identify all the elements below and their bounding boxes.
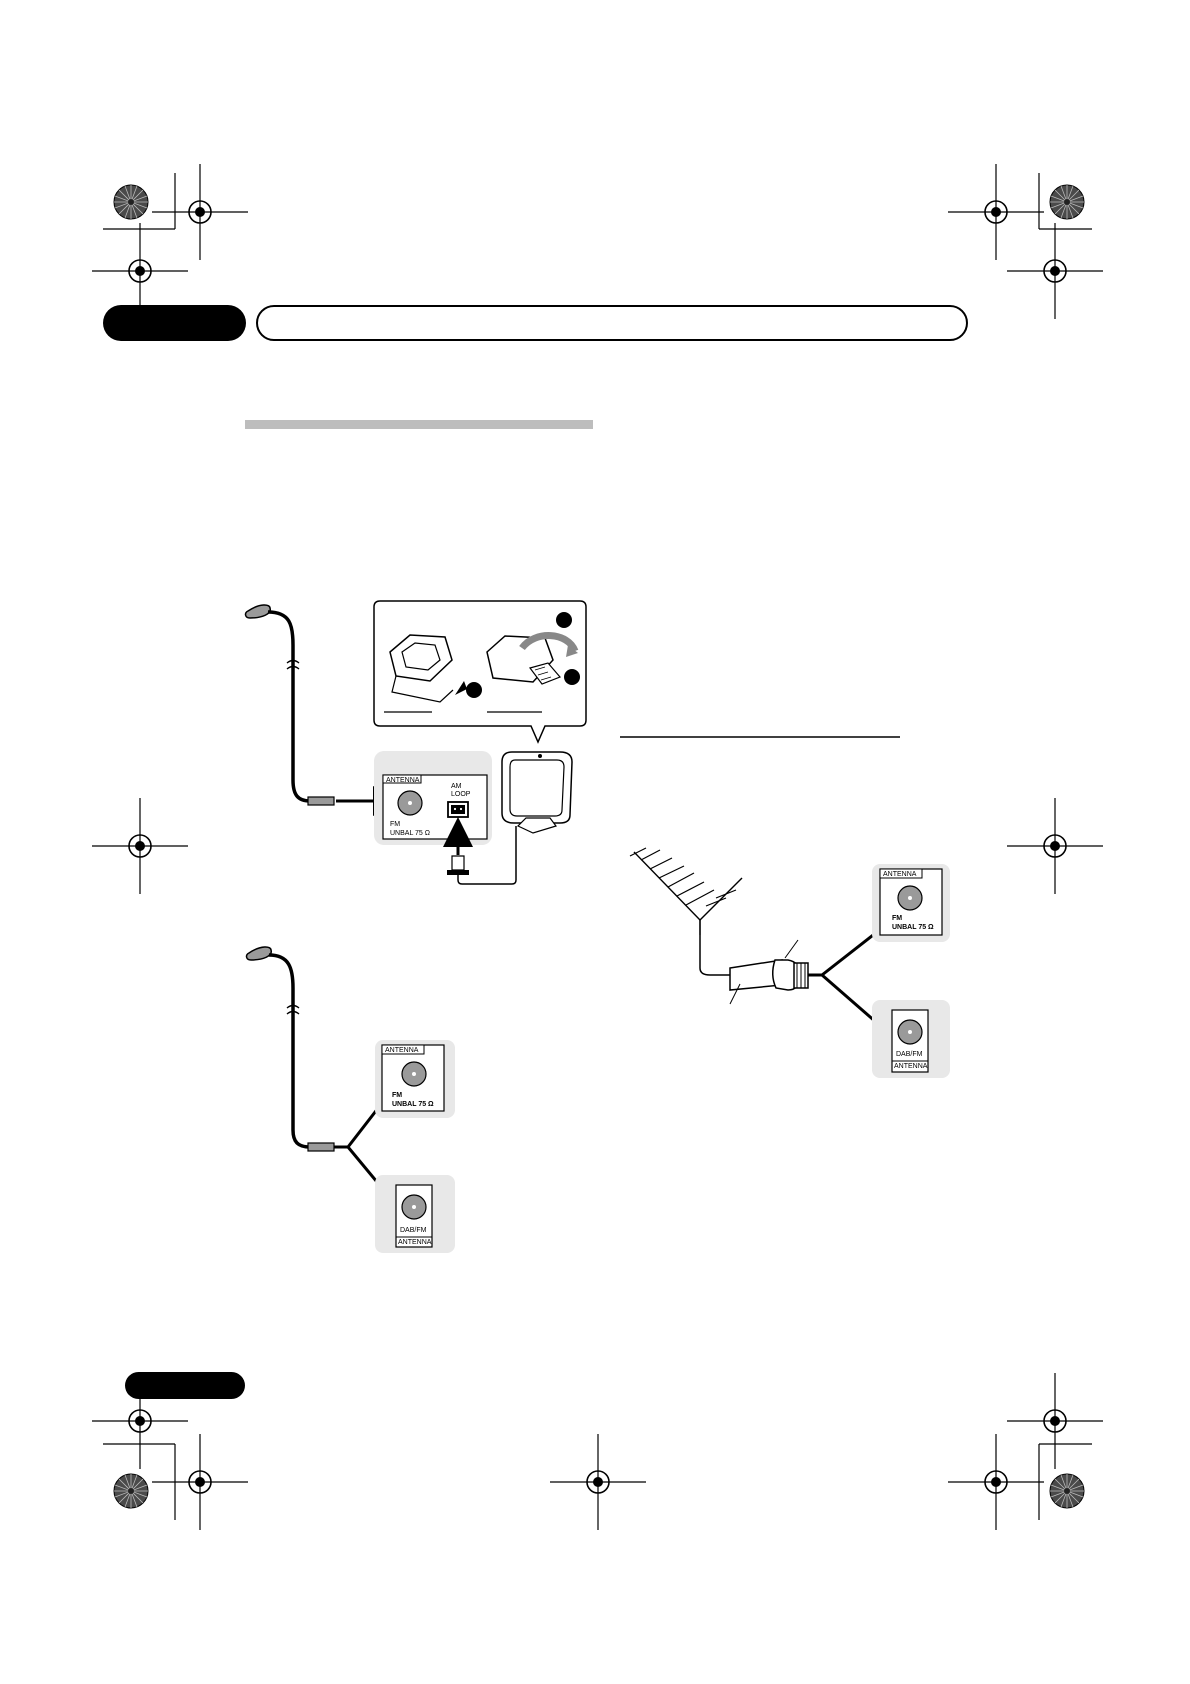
receiver-rear-panel-am-fm: ANTENNA FM UNBAL 75 Ω AM LOOP	[374, 751, 517, 885]
am-label: AM	[451, 783, 462, 790]
fm-unbal-label-1: UNBAL 75 Ω	[390, 830, 430, 837]
step-1-badge	[556, 612, 572, 628]
page-number-tab	[125, 1372, 245, 1399]
antenna-heading-3: ANTENNA	[883, 871, 917, 878]
diagram-outdoor-antenna: ANTENNA FM UNBAL 75 Ω DAB/FM ANTENNA	[629, 847, 950, 1078]
dab-antenna-label-3: ANTENNA	[894, 1063, 928, 1070]
outdoor-yagi-antenna-illustration	[629, 847, 905, 1047]
crop-mark-top-left	[91, 163, 249, 320]
crop-mark-mid-left	[91, 797, 189, 895]
crop-mark-mid-right	[1006, 797, 1104, 895]
printer-crop-marks	[91, 163, 1104, 1531]
crop-mark-bottom-left	[91, 1372, 249, 1531]
diagram-am-fm-antenna: ANTENNA FM UNBAL 75 Ω AM LOOP	[244, 600, 587, 885]
fm-terminal-panel-2: ANTENNA FM UNBAL 75 Ω	[375, 1040, 455, 1118]
antenna-heading-1: ANTENNA	[386, 777, 420, 784]
am-loop-antenna-illustration	[501, 751, 573, 834]
diagram-fm-dab-wire-antenna: ANTENNA FM UNBAL 75 Ω DAB/FM ANTENNA	[245, 946, 455, 1253]
fm-unbal-label-3: UNBAL 75 Ω	[892, 924, 934, 931]
chapter-tab	[103, 305, 246, 341]
dab-antenna-label-2: ANTENNA	[398, 1239, 432, 1246]
crop-mark-top-right	[947, 163, 1104, 320]
step-2-badge	[466, 682, 482, 698]
am-loop-label: LOOP	[451, 791, 471, 798]
fm-unbal-label-2: UNBAL 75 Ω	[392, 1101, 434, 1108]
crop-mark-bottom-right	[947, 1372, 1104, 1531]
dab-fm-label-2: DAB/FM	[400, 1227, 427, 1234]
fm-label-2: FM	[392, 1092, 402, 1099]
crop-mark-bottom-center	[549, 1433, 647, 1531]
dab-terminal-panel-3: DAB/FM ANTENNA	[872, 1000, 950, 1078]
dab-fm-label-3: DAB/FM	[896, 1051, 923, 1058]
section-heading-rule	[245, 420, 593, 429]
page-title-bar	[256, 305, 968, 341]
antenna-heading-2: ANTENNA	[385, 1047, 419, 1054]
fm-terminal-panel-3: ANTENNA FM UNBAL 75 Ω	[872, 864, 950, 942]
step-3-badge	[564, 669, 580, 685]
fm-label-1: FM	[390, 821, 400, 828]
dab-terminal-panel-2: DAB/FM ANTENNA	[375, 1175, 455, 1253]
am-loop-assembly-callout	[373, 600, 587, 744]
fm-label-3: FM	[892, 915, 902, 922]
